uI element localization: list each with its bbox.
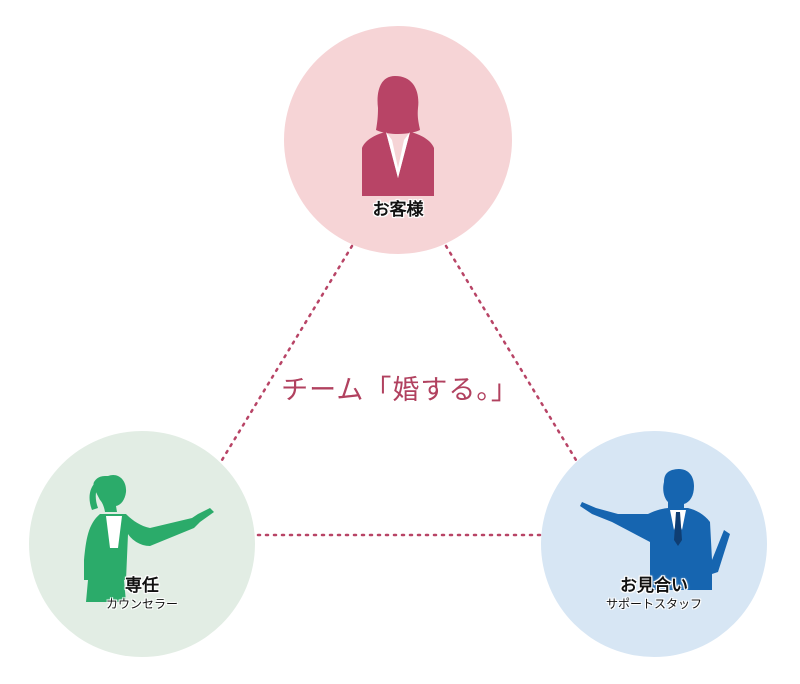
connector-customer-counselor xyxy=(220,244,354,462)
counselor-label: 専任 xyxy=(125,576,159,596)
pointing-woman-icon xyxy=(84,474,214,602)
woman-bust-icon xyxy=(362,76,434,196)
staff-label: お見合い xyxy=(620,576,688,596)
staff-sublabel: サポートスタッフ xyxy=(605,597,702,611)
customer-circle xyxy=(284,26,512,254)
team-title: チーム「婚する。」 xyxy=(281,375,519,406)
pointing-man-icon xyxy=(580,468,730,590)
customer-label: お客様 xyxy=(372,200,424,220)
connector-customer-staff xyxy=(444,244,578,462)
counselor-sublabel: カウンセラー xyxy=(105,597,178,611)
